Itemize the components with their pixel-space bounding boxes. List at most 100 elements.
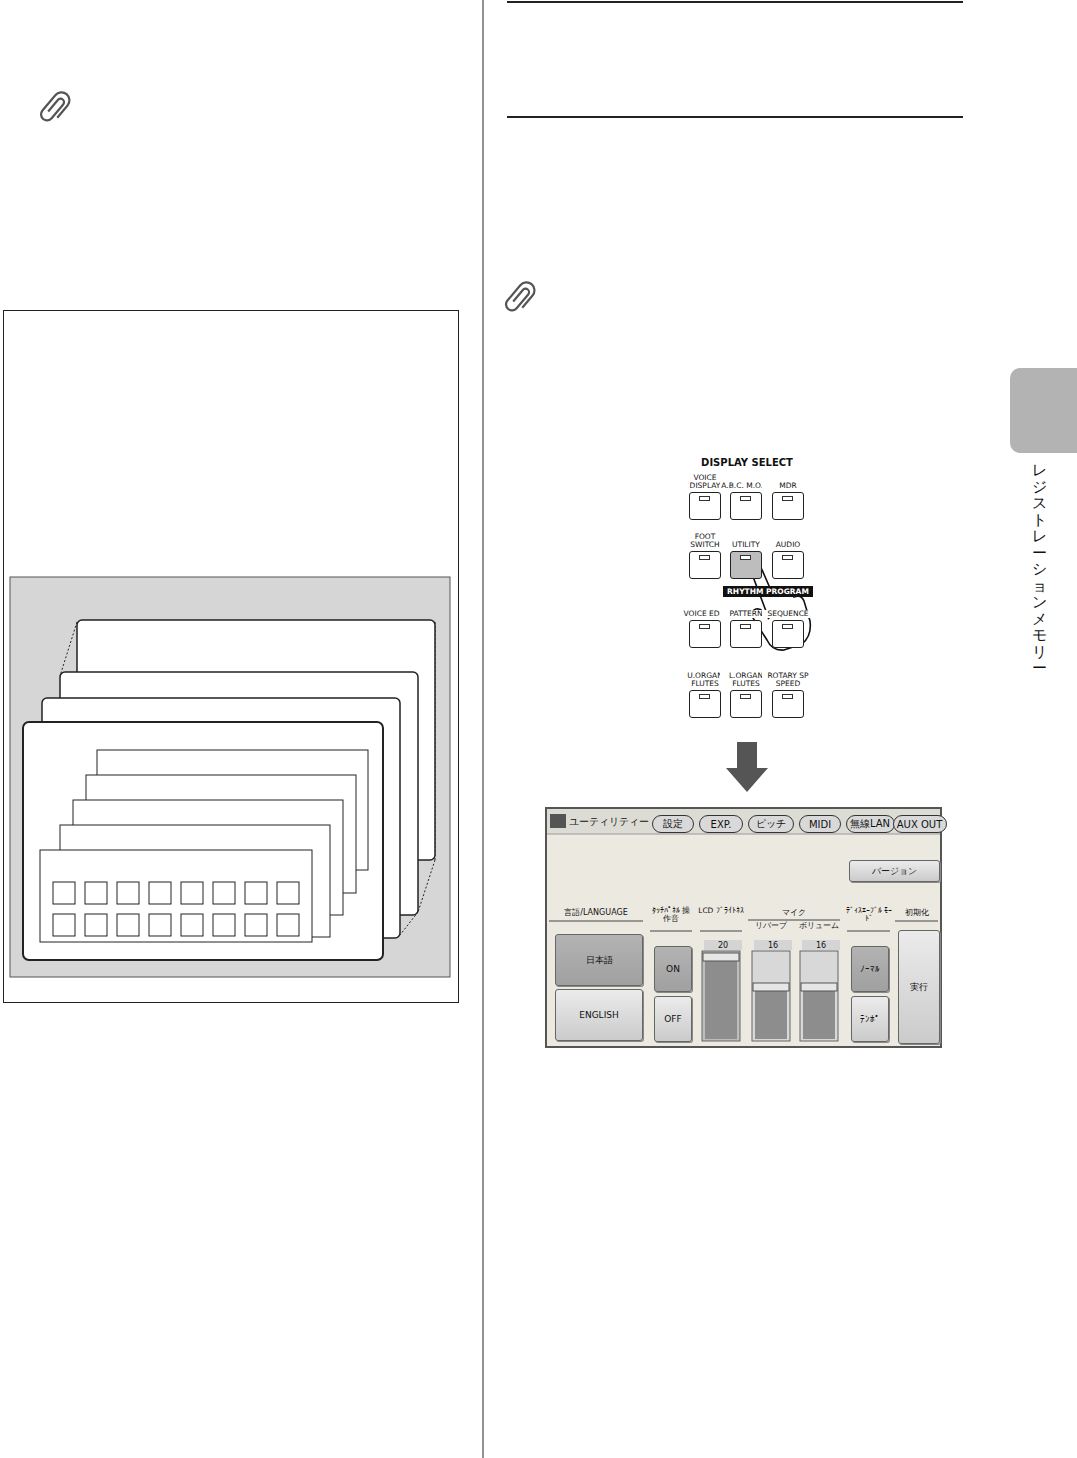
led-indicator [740,496,751,501]
screen-button: ﾉｰﾏﾙ [851,946,889,992]
screen-button: ENGLISH [555,989,643,1041]
memory-slot [277,914,299,936]
memory-slot [181,914,203,936]
memory-slot [245,882,267,904]
lcd-screen: ユーティリティー設定 EXP. ピッチ MIDI 無線LAN AUX OUT バージョン日本… [545,807,942,1048]
section-header: 初期化 [893,909,941,917]
memory-slot [85,914,107,936]
memory-slot [149,882,171,904]
panel-button: VOICE DISPLAY [689,492,721,520]
led-indicator [740,555,751,560]
led-indicator [740,624,751,629]
value-box: 16 [802,940,840,950]
panel-button: L.ORGAN FLUTES [730,690,762,718]
node-text: RHYTHM PROGRAM [727,587,809,596]
chapter-title: レジストレーションメモリー [1032,462,1047,677]
memory-slot [117,914,139,936]
led-indicator [782,694,793,699]
value-box: 20 [704,940,742,950]
note-box [4,311,459,1003]
tab-button: AUX OUT [893,815,947,833]
panel-button: UTILITY [730,551,762,579]
column-divider [483,0,484,1458]
node-text: AUX OUT [897,819,943,830]
memory-slot [53,882,75,904]
chapter-tab [1010,368,1077,453]
node-text: 16 [768,941,778,950]
panel-button: PATTERN [730,620,762,648]
node-text: ピッチ [756,817,786,831]
panel-button: VOICE EDIT [689,620,721,648]
panel-button: SEQUENCE [772,620,804,648]
tab-button: 無線LAN [846,815,895,833]
memory-slot [245,914,267,936]
value-box: 16 [754,940,792,950]
memory-layers [23,620,435,960]
panel-button: AUDIO [772,551,804,579]
memory-slot [213,914,235,936]
panel-button: MDR [772,492,804,520]
note-icon [39,89,73,125]
panel-button: U.ORGAN FLUTES [689,690,721,718]
screen-button: ON [654,946,692,992]
memory-slot [53,914,75,936]
node-text: ROTARY SP SPEED [762,672,814,688]
memory-slot [85,882,107,904]
illustration-ground [10,577,450,977]
led-indicator [699,624,710,629]
node-text: AUDIO [762,541,814,549]
down-arrow [726,742,768,792]
section-header: ボリューム [795,922,843,930]
node-text: ユーティリティー [569,815,649,829]
section-header: ﾃﾞｨｽｴｰﾌﾞﾙ ﾓｰﾄﾞ [845,907,893,923]
note-icon [504,279,538,315]
section-header: 言語/LANGUAGE [549,909,643,917]
tab-button: EXP. [699,815,743,833]
pointing-hand [749,562,810,651]
group-bar: RHYTHM PROGRAM [723,586,813,597]
panel-heading: DISPLAY SELECT [697,458,797,469]
node-text: 日本語 [586,954,613,967]
panel-button: ROTARY SP SPEED [772,690,804,718]
node-text: 16 [816,941,826,950]
screen-button: 日本語 [555,934,643,986]
tab-button: ピッチ [748,815,794,833]
node-text: MIDI [809,819,831,830]
node-text: 実行 [910,981,928,994]
memory-slot [213,882,235,904]
node-text: ON [666,964,680,974]
screen-button: バージョン [849,860,940,882]
led-indicator [782,496,793,501]
node-text: ﾃﾝﾎﾟ [860,1014,880,1024]
node-text: 20 [718,941,728,950]
screen-button: 実行 [898,930,940,1044]
node-text: 無線LAN [850,817,890,831]
node-text: バージョン [872,865,917,878]
node-text: EXP. [711,819,732,830]
panel-button: FOOT SWITCH [689,551,721,579]
memory-slot [277,882,299,904]
led-indicator [699,496,710,501]
node-text: ENGLISH [579,1010,619,1020]
tab-button: 設定 [652,815,694,833]
memory-slot [181,882,203,904]
section-header: ﾀｯﾁﾊﾟﾈﾙ 操作音 [648,907,694,923]
section-header: リバーブ [748,922,794,930]
node-text: OFF [664,1014,681,1024]
panel-button: A.B.C. M.O.C. [730,492,762,520]
section-header: マイク [748,909,840,917]
node-text: 設定 [663,817,683,831]
node-text: ﾉｰﾏﾙ [860,964,880,974]
led-indicator [699,694,710,699]
led-indicator [782,624,793,629]
screen-button: OFF [654,996,692,1042]
slider-control [702,951,838,1041]
memory-slot [117,882,139,904]
screen-frame [545,807,942,1048]
led-indicator [740,694,751,699]
node-text: MDR [762,482,814,490]
led-indicator [699,555,710,560]
section-header: LCD ﾌﾞﾗｲﾄﾈｽ [698,907,744,915]
